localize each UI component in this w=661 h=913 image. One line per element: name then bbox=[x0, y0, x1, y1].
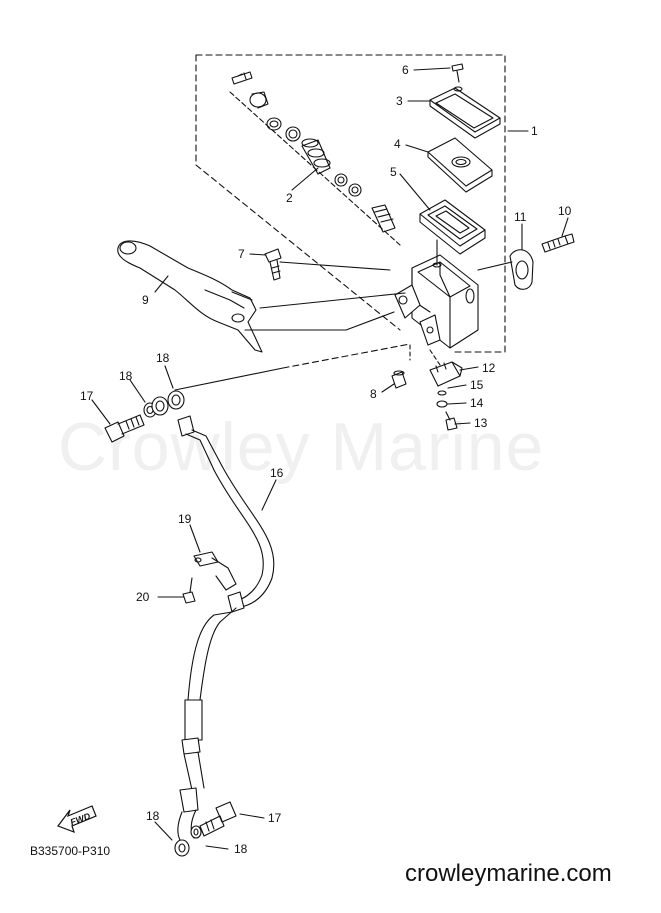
callout: 5 bbox=[390, 165, 397, 179]
callout: 20 bbox=[136, 590, 150, 604]
callout: 18 bbox=[234, 842, 248, 856]
washer-18-b bbox=[167, 390, 185, 410]
callout: 18 bbox=[119, 369, 133, 383]
callout: 4 bbox=[394, 137, 401, 151]
callout: 7 bbox=[238, 247, 245, 261]
fwd-label: FWD bbox=[69, 811, 92, 828]
callout-labels: 6 3 1 4 2 5 10 11 7 9 18 18 17 12 15 8 1… bbox=[80, 63, 572, 856]
callout: 10 bbox=[558, 204, 572, 218]
washer-14 bbox=[436, 400, 448, 408]
callout: 17 bbox=[268, 811, 282, 825]
handlebar-clamp bbox=[477, 249, 534, 290]
callout: 8 bbox=[370, 387, 377, 401]
callout: 6 bbox=[402, 63, 409, 77]
union-bolt-upper bbox=[104, 414, 145, 443]
spring-15 bbox=[437, 390, 447, 396]
hose-guide bbox=[193, 551, 237, 591]
piston-kit bbox=[229, 71, 401, 246]
reservoir-cap bbox=[429, 86, 501, 139]
screw-13 bbox=[445, 411, 458, 431]
nut-8 bbox=[391, 370, 407, 389]
reference-code: B335700-P310 bbox=[30, 844, 111, 858]
site-url: crowleymarine.com bbox=[405, 860, 612, 887]
callout: 12 bbox=[482, 361, 496, 375]
pivot-bolt bbox=[264, 248, 282, 281]
callout: 2 bbox=[286, 191, 293, 205]
callout: 1 bbox=[531, 124, 538, 138]
brake-lever bbox=[117, 240, 263, 353]
diaphragm-plate bbox=[427, 137, 493, 193]
callout: 9 bbox=[142, 293, 149, 307]
brake-hose bbox=[177, 415, 275, 841]
callout: 16 bbox=[270, 466, 284, 480]
callout: 15 bbox=[470, 378, 484, 392]
master-cylinder-body bbox=[394, 239, 479, 349]
clamp-bolt bbox=[541, 233, 575, 253]
fwd-arrow-icon: FWD bbox=[57, 805, 97, 834]
diaphragm bbox=[419, 199, 486, 255]
union-bolt-lower bbox=[199, 801, 237, 837]
callout: 17 bbox=[80, 389, 94, 403]
assembly-boundary bbox=[195, 54, 506, 353]
callout: 18 bbox=[156, 351, 170, 365]
cap-screw bbox=[451, 63, 464, 83]
callout: 19 bbox=[178, 512, 192, 526]
callout: 18 bbox=[146, 809, 160, 823]
watermark: Crowley Marine bbox=[58, 409, 545, 485]
callout: 3 bbox=[396, 94, 403, 108]
callout: 11 bbox=[514, 210, 527, 224]
callout: 14 bbox=[470, 396, 484, 410]
brake-switch bbox=[429, 361, 463, 387]
callout: 13 bbox=[474, 416, 488, 430]
screw-20 bbox=[182, 577, 196, 604]
